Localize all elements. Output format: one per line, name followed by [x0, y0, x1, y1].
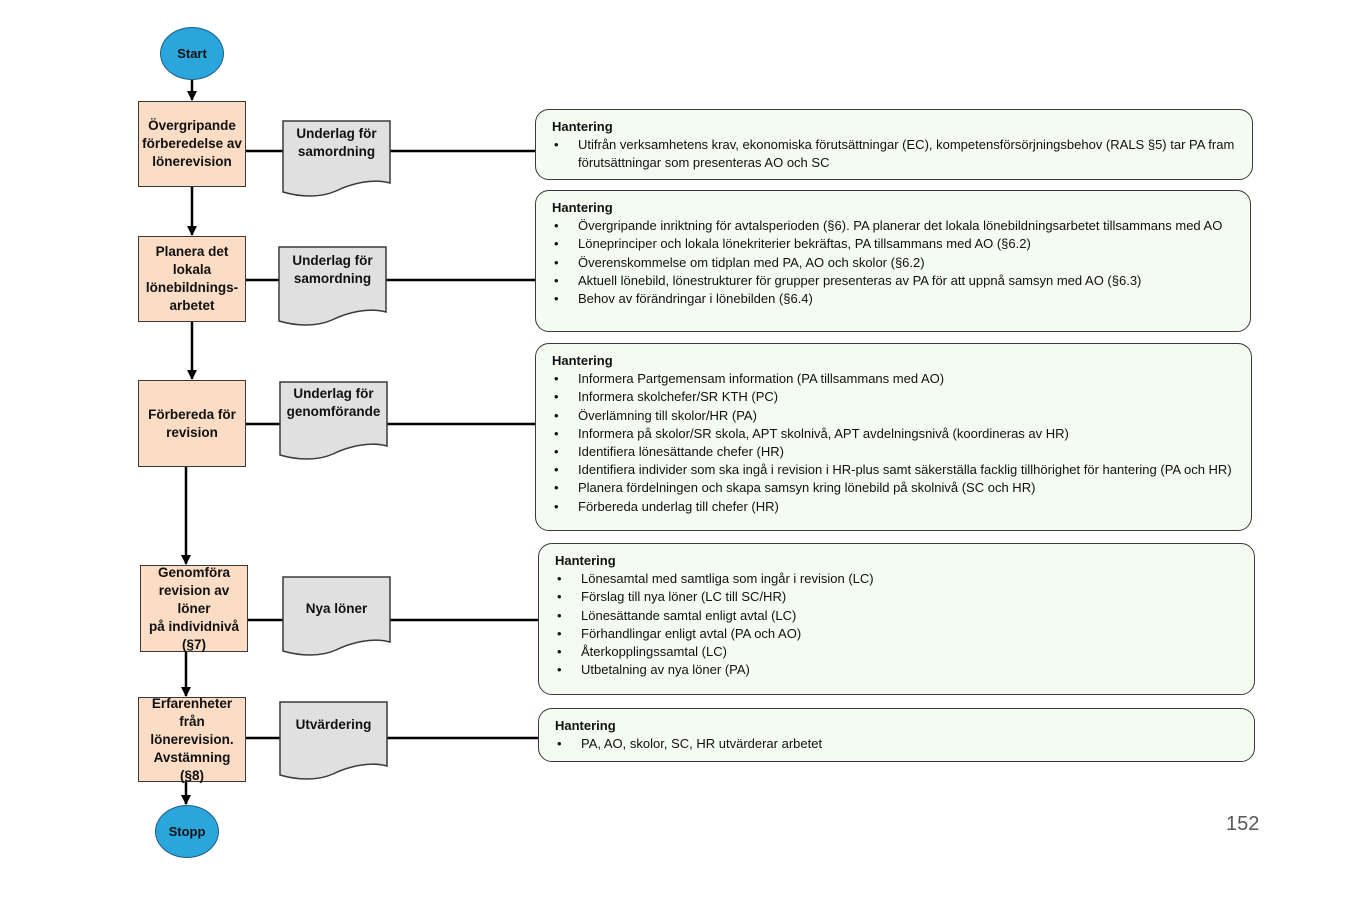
panel-heading: Hantering: [552, 119, 613, 134]
panel-item: Informera Partgemensam information (PA t…: [552, 370, 1237, 388]
stop-terminal: Stopp: [155, 805, 219, 858]
handling-panel-step-3: Hantering Informera Partgemensam informa…: [535, 343, 1252, 531]
start-label: Start: [177, 46, 207, 61]
panel-item: Förhandlingar enligt avtal (PA och AO): [555, 625, 1240, 643]
panel-item: Planera fördelningen och skapa samsyn kr…: [552, 479, 1237, 497]
process-step-2: Planera det lokala lönebildnings- arbete…: [138, 236, 246, 322]
panel-item: Överenskommelse om tidplan med PA, AO oc…: [552, 254, 1236, 272]
panel-item: Behov av förändringar i lönebilden (§6.4…: [552, 290, 1236, 308]
document-shape-step-4: [282, 576, 391, 656]
handling-panel-step-2: Hantering Övergripande inriktning för av…: [535, 190, 1251, 332]
panel-heading: Hantering: [552, 353, 613, 368]
panel-item: Överlämning till skolor/HR (PA): [552, 407, 1237, 425]
panel-item: Informera på skolor/SR skola, APT skolni…: [552, 425, 1237, 443]
panel-heading: Hantering: [552, 200, 613, 215]
panel-item: Utifrån verksamhetens krav, ekonomiska f…: [552, 136, 1238, 172]
start-terminal: Start: [160, 27, 224, 80]
panel-item: Övergripande inriktning för avtalsperiod…: [552, 217, 1236, 235]
handling-panel-step-1: Hantering Utifrån verksamhetens krav, ek…: [535, 109, 1253, 180]
process-step-5: Erfarenheter från lönerevision. Avstämni…: [138, 696, 246, 783]
panel-item-list: Utifrån verksamhetens krav, ekonomiska f…: [552, 136, 1238, 172]
document-shape-step-1: [282, 120, 391, 197]
panel-item: Förbereda underlag till chefer (HR): [552, 498, 1237, 516]
document-shape-step-5: [279, 701, 388, 780]
panel-item: Förslag till nya löner (LC till SC/HR): [555, 588, 1240, 606]
process-step-4: Genomföra revision av löner på individni…: [140, 565, 248, 652]
panel-item: Löneprinciper och lokala lönekriterier b…: [552, 235, 1236, 253]
panel-item: Lönesamtal med samtliga som ingår i revi…: [555, 570, 1240, 588]
process-step-1: Övergripande förberedelse av lönerevisio…: [138, 101, 246, 187]
panel-item: Utbetalning av nya löner (PA): [555, 661, 1240, 679]
panel-item: Identifiera individer som ska ingå i rev…: [552, 461, 1237, 479]
document-label-step-5: Utvärdering: [295, 717, 372, 732]
page-number: 152: [1226, 813, 1260, 835]
panel-item: PA, AO, skolor, SC, HR utvärderar arbete…: [555, 735, 1240, 753]
panel-item: Återkopplingssamtal (LC): [555, 643, 1240, 661]
panel-item: Lönesättande samtal enligt avtal (LC): [555, 607, 1240, 625]
panel-item: Identifiera lönesättande chefer (HR): [552, 443, 1237, 461]
panel-item-list: Lönesamtal med samtliga som ingår i revi…: [555, 570, 1240, 679]
handling-panel-step-4: Hantering Lönesamtal med samtliga som in…: [538, 543, 1255, 695]
handling-panel-step-5: Hantering PA, AO, skolor, SC, HR utvärde…: [538, 708, 1255, 762]
document-label-step-2: Underlag för samordning: [292, 253, 373, 286]
panel-item: Informera skolchefer/SR KTH (PC): [552, 388, 1237, 406]
document-shape-step-2: [278, 246, 387, 326]
panel-item-list: PA, AO, skolor, SC, HR utvärderar arbete…: [555, 735, 1240, 753]
stop-label: Stopp: [168, 824, 206, 839]
panel-item-list: Informera Partgemensam information (PA t…: [552, 370, 1237, 516]
panel-item-list: Övergripande inriktning för avtalsperiod…: [552, 217, 1236, 308]
document-label-step-3: Underlag för genomförande: [286, 386, 381, 419]
panel-item: Aktuell lönebild, lönestrukturer för gru…: [552, 272, 1236, 290]
document-label-step-4: Nya löner: [305, 601, 368, 616]
document-shape-step-3: [279, 381, 388, 460]
panel-heading: Hantering: [555, 553, 616, 568]
document-label-step-1: Underlag för samordning: [296, 126, 377, 159]
process-step-3: Förbereda för revision: [138, 380, 246, 467]
panel-heading: Hantering: [555, 718, 616, 733]
